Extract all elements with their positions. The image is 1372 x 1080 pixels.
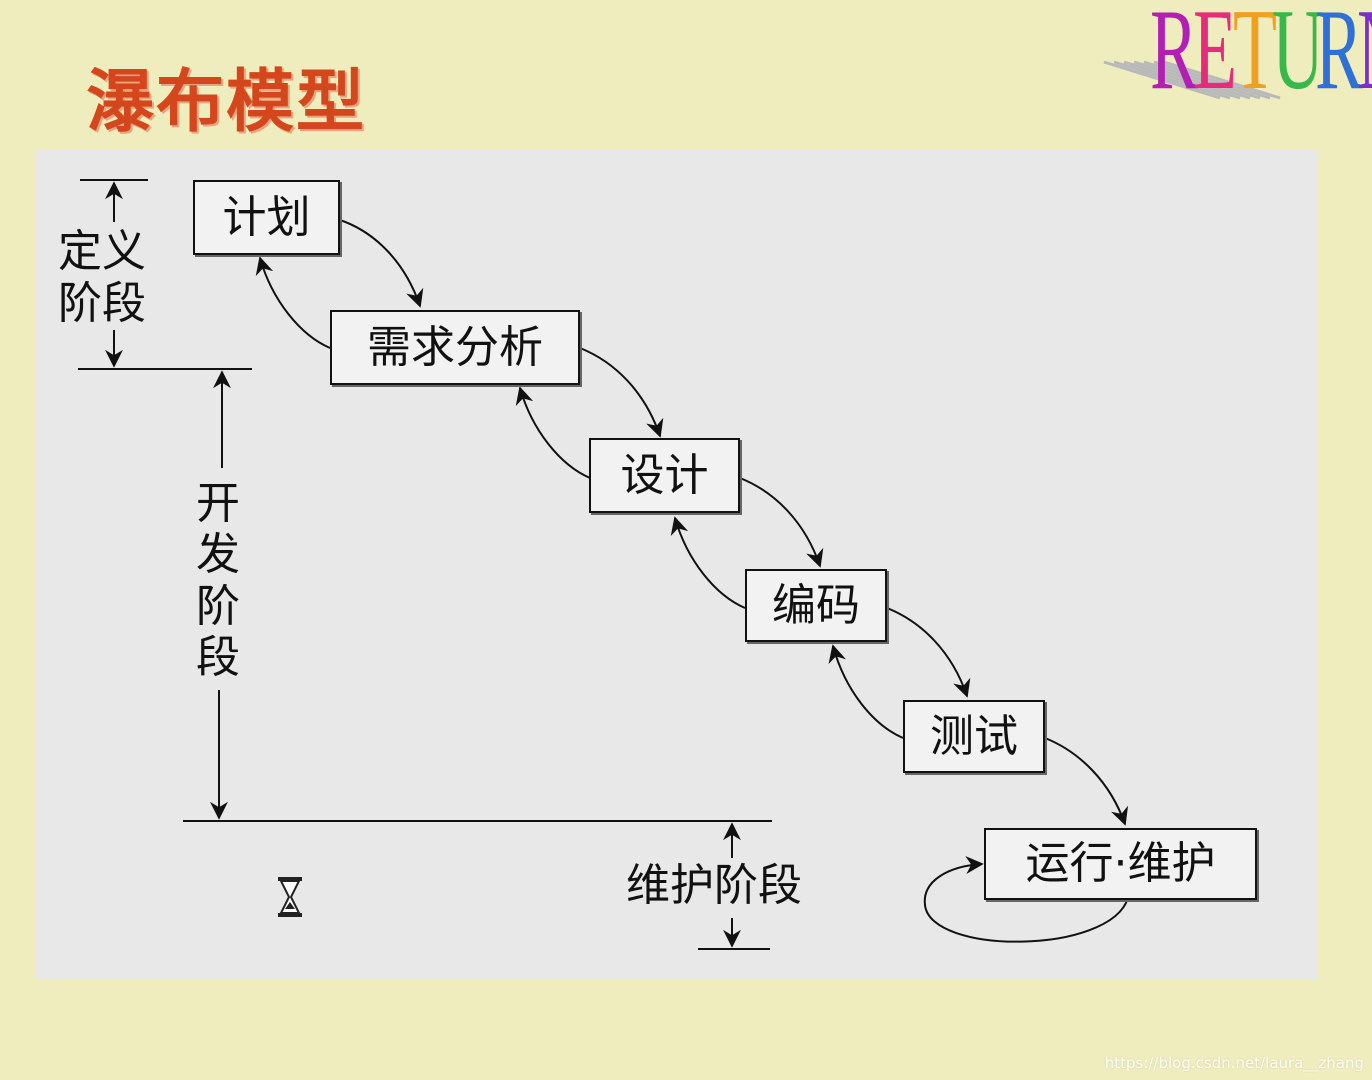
feedback-arrow-design-to-requirements <box>515 386 591 479</box>
logo-shadow-stripes <box>1103 60 1281 100</box>
stage-design: 设计 <box>589 438 740 513</box>
stage-testing: 测试 <box>903 700 1045 773</box>
phase-label-develop: 开发阶段 <box>196 478 240 684</box>
feedback-arrow-testing-to-coding <box>828 644 904 739</box>
stage-plan-label: 计划 <box>222 191 311 243</box>
flow-arrow-coding-to-testing <box>886 607 971 698</box>
flow-arrow-requirements-to-design <box>579 347 664 438</box>
stage-operation: 运行·维护 <box>984 828 1257 900</box>
stage-requirements: 需求分析 <box>330 310 580 385</box>
page-title: 瀑布模型 <box>86 63 367 142</box>
stage-design-label: 设计 <box>620 449 709 501</box>
flow-arrow-plan-to-requirements <box>339 219 424 308</box>
hourglass-icon <box>278 877 302 917</box>
logo-letter: U <box>1272 0 1324 110</box>
maintenance-loop-arrow <box>923 856 1129 943</box>
stage-coding-label: 编码 <box>772 579 860 631</box>
return-logo: R E T U R N <box>1100 0 1372 110</box>
logo-letter: R <box>1315 0 1363 110</box>
logo-letter: T <box>1233 0 1277 110</box>
logo-letter: N <box>1357 0 1372 108</box>
stage-operation-label: 运行·维护 <box>1025 838 1216 889</box>
flow-arrow-testing-to-operation <box>1044 737 1129 826</box>
watermark: https://blog.csdn.net/laura__zhang <box>1104 1054 1364 1072</box>
stage-plan: 计划 <box>193 180 340 255</box>
logo-letter: R <box>1150 0 1198 110</box>
stage-coding: 编码 <box>745 569 887 642</box>
feedback-arrow-requirements-to-plan <box>255 256 331 349</box>
logo-letter: E <box>1193 0 1237 110</box>
stage-requirements-label: 需求分析 <box>367 321 543 373</box>
stage-testing-label: 测试 <box>930 710 1018 762</box>
phase-label-maintain: 维护阶段 <box>626 860 802 911</box>
flow-arrow-design-to-coding <box>739 477 824 568</box>
phase-label-define: 定义阶段 <box>58 226 146 329</box>
feedback-arrow-coding-to-design <box>670 516 746 609</box>
